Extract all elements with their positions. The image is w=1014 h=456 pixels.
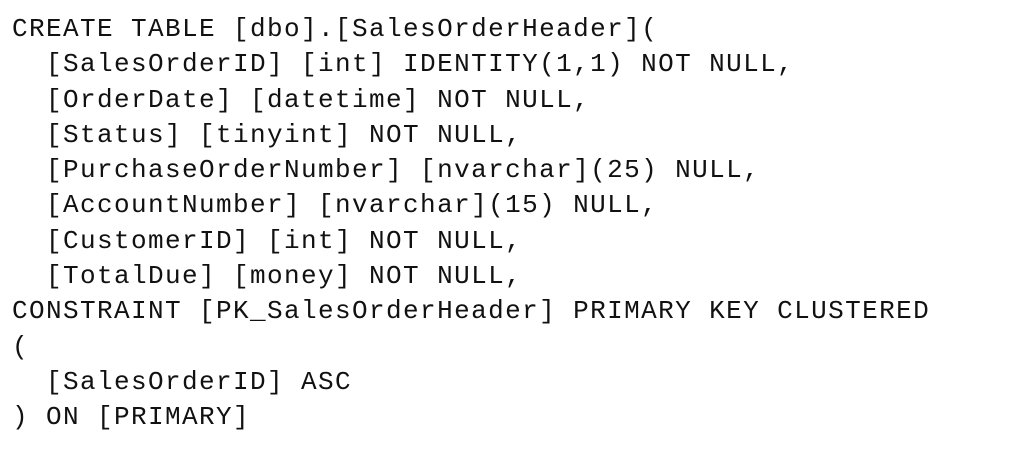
code-line: [OrderDate] [datetime] NOT NULL, — [12, 84, 591, 115]
sql-code-block: CREATE TABLE [dbo].[SalesOrderHeader]( [… — [12, 12, 1012, 436]
code-line: CREATE TABLE [dbo].[SalesOrderHeader]( — [12, 14, 659, 44]
code-line: [Status] [tinyint] NOT NULL, — [12, 119, 523, 150]
code-line: ( — [12, 331, 30, 362]
code-line: [CustomerID] [int] NOT NULL, — [12, 225, 523, 256]
code-line: ) ON [PRIMARY] — [12, 402, 251, 433]
code-line: [SalesOrderID] ASC — [12, 366, 353, 397]
code-line: [AccountNumber] [nvarchar](15) NULL, — [12, 190, 659, 221]
code-line: [TotalDue] [money] NOT NULL, — [12, 261, 523, 292]
code-line: CONSTRAINT [PK_SalesOrderHeader] PRIMARY… — [12, 296, 931, 327]
code-line: [SalesOrderID] [int] IDENTITY(1,1) NOT N… — [12, 49, 795, 80]
code-line: [PurchaseOrderNumber] [nvarchar](25) NUL… — [12, 155, 761, 186]
